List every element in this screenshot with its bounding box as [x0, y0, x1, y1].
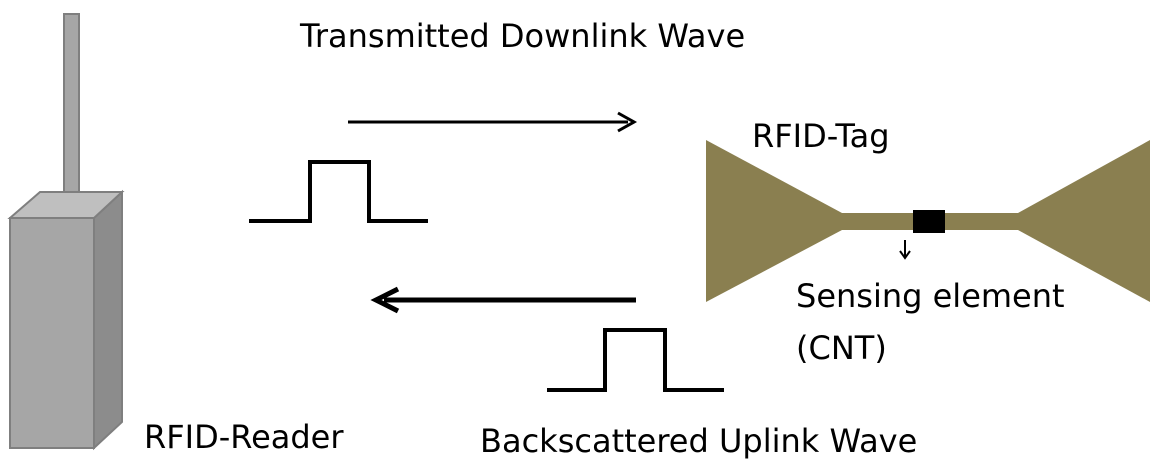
uplink-pulse: [547, 328, 724, 392]
sensing-pointer-arrow: [899, 240, 911, 260]
uplink-label: Backscattered Uplink Wave: [480, 422, 917, 460]
reader-label: RFID-Reader: [144, 418, 344, 456]
sensing-label-line2: (CNT): [796, 329, 887, 367]
tag-right-wing: [1018, 140, 1150, 302]
reader-box-front: [9, 217, 95, 449]
reader-box-side: [93, 189, 123, 451]
tag-left-wing: [706, 140, 842, 302]
sensing-label-line1: Sensing element: [796, 277, 1065, 315]
sensing-element: [913, 210, 945, 233]
reader-antenna: [63, 13, 80, 205]
rfid-reader: [7, 13, 125, 451]
uplink-arrow: [370, 286, 636, 314]
downlink-arrow: [348, 111, 638, 133]
rfid-tag: [706, 140, 1150, 302]
downlink-label: Transmitted Downlink Wave: [299, 17, 745, 55]
tag-label: RFID-Tag: [752, 117, 890, 155]
downlink-pulse: [249, 160, 428, 223]
